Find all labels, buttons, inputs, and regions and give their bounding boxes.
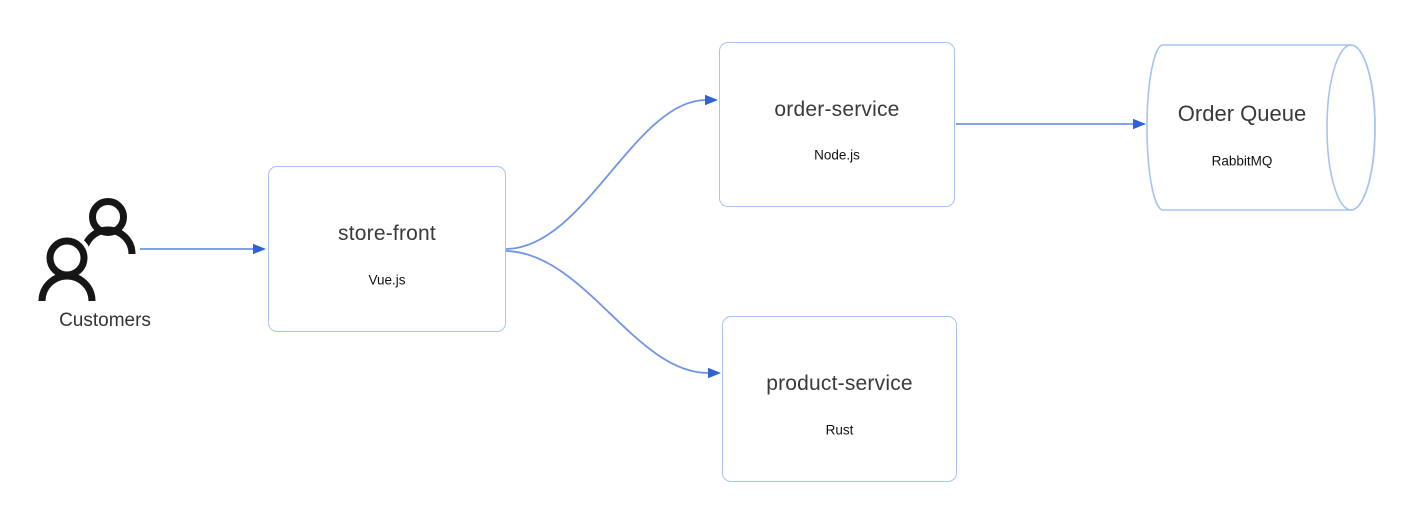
edge-order-service-to-order-queue [956, 118, 1146, 130]
edge-store-front-to-product-service [505, 250, 721, 379]
arrowhead-icon [253, 243, 266, 255]
arrowhead-icon [705, 94, 718, 106]
node-title: product-service [766, 372, 913, 396]
node-store-front: store-front Vue.js [268, 166, 506, 332]
node-order-queue: Order Queue RabbitMQ [1156, 45, 1328, 210]
node-subtitle: Vue.js [368, 272, 406, 288]
edge-store-front-to-order-service [505, 94, 718, 250]
node-subtitle: RabbitMQ [1211, 153, 1273, 168]
node-title: Order Queue [1177, 101, 1307, 127]
arrowhead-icon [708, 367, 721, 379]
customers-label: Customers [59, 310, 151, 331]
node-order-service: order-service Node.js [719, 42, 955, 207]
node-product-service: product-service Rust [722, 316, 957, 482]
arrowhead-icon [1133, 118, 1146, 130]
edge-customers-to-store-front [140, 243, 266, 255]
order-queue-cylinder-shape [1146, 44, 1376, 211]
node-title: store-front [338, 222, 436, 246]
users-icon [34, 198, 136, 302]
node-subtitle: Node.js [814, 147, 860, 163]
node-subtitle: Rust [825, 422, 854, 438]
node-title: order-service [774, 97, 900, 121]
